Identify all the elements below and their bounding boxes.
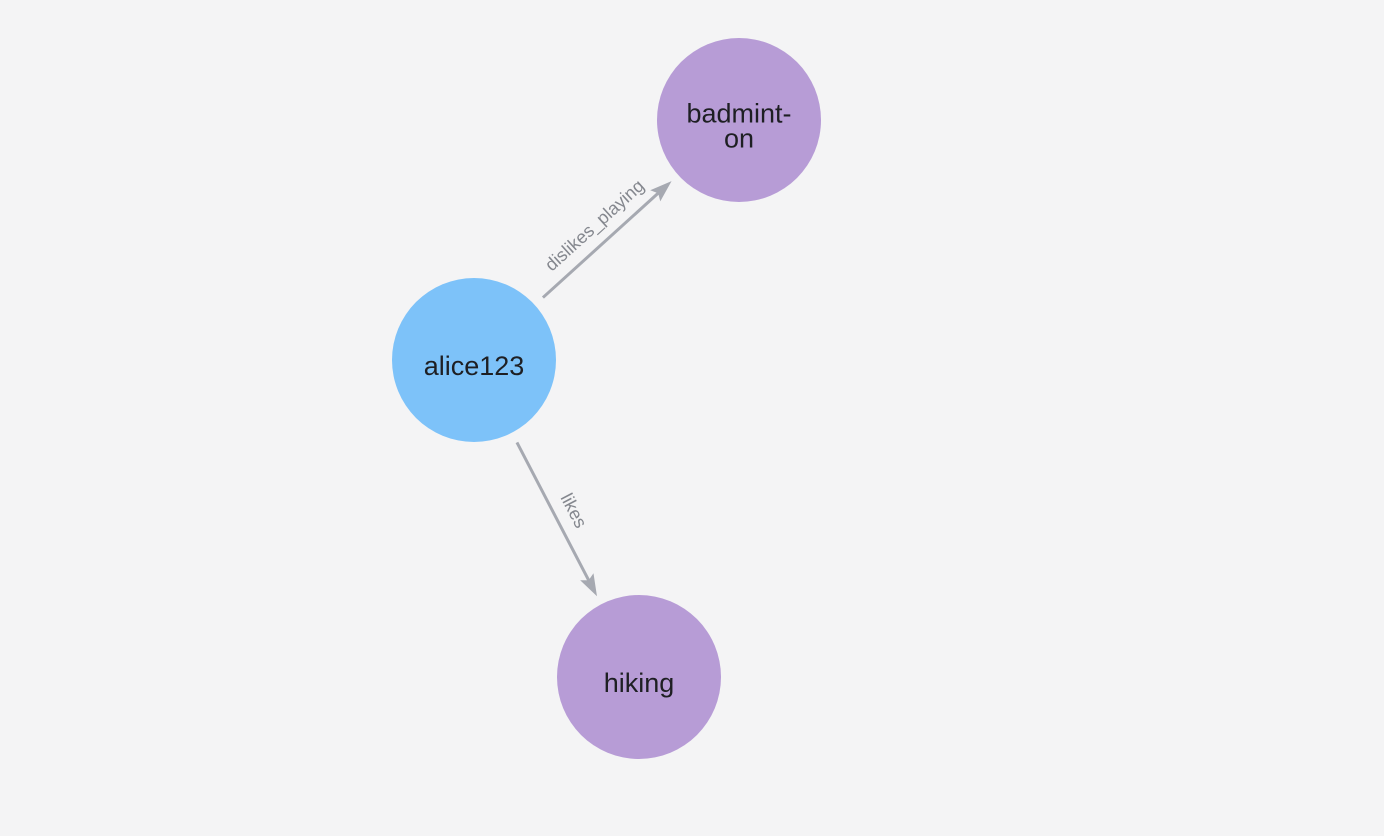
graph-edge-likes[interactable]: likes xyxy=(515,441,597,597)
graph-node-hiking[interactable]: hiking xyxy=(557,595,721,759)
edge-label: dislikes_playing xyxy=(541,176,649,276)
node-label: alice123 xyxy=(424,351,525,381)
graph-node-alice123[interactable]: alice123 xyxy=(392,278,556,442)
node-label: badmint-on xyxy=(686,99,791,154)
graph-node-badminton[interactable]: badmint-on xyxy=(657,38,821,202)
edge-arrowhead-icon xyxy=(580,573,597,597)
node-label: hiking xyxy=(604,668,675,698)
edge-label: likes xyxy=(557,490,591,531)
node-circle[interactable] xyxy=(657,38,821,202)
node-circle[interactable] xyxy=(557,595,721,759)
node-circle[interactable] xyxy=(392,278,556,442)
edge-line[interactable] xyxy=(515,441,592,584)
graph-edge-dislikes_playing[interactable]: dislikes_playing xyxy=(541,176,672,299)
edge-arrowhead-icon xyxy=(650,181,672,202)
nodes-layer: alice123 badmint-on hiking xyxy=(392,38,821,759)
edge-line[interactable] xyxy=(541,190,662,299)
